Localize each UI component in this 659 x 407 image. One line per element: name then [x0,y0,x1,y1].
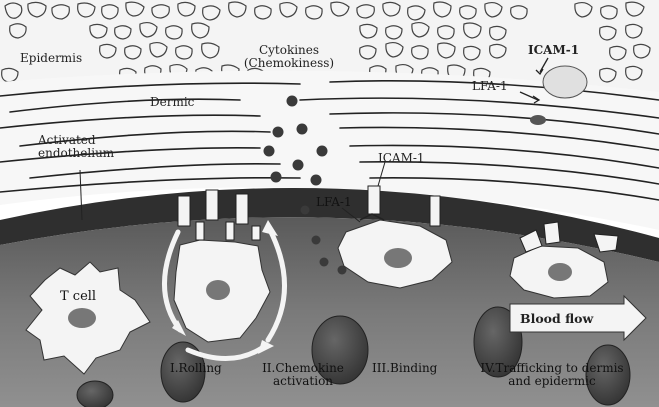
label-step4-line1: IV.Trafficking to dermis [462,362,642,375]
small-dermal-cell [530,115,546,125]
label-lfa-mid: LFA-1 [316,196,352,209]
label-step2-chemokine: II.Chemokine activation [248,362,358,387]
label-step4-line2: and epidermic [462,375,642,388]
label-blood-flow: Blood flow [520,311,593,326]
chemokine-dot [312,236,321,245]
label-cytokines-line2: (Chemokiness) [224,57,354,70]
chemokine-dot [293,160,304,171]
chemokine-dot [271,172,282,183]
label-step3-binding: III.Binding [372,362,437,375]
chemokine-dot [287,96,298,107]
label-t-cell: T cell [60,290,96,304]
label-step2-line2: activation [248,375,358,388]
label-step4-trafficking: IV.Trafficking to dermis and epidermic [462,362,642,387]
label-step1-rolling: I.Rolling [170,362,222,375]
label-lfa-top: LFA-1 [472,80,508,93]
t-cell-nucleus [68,308,96,328]
chemokine-dot [317,146,328,157]
label-icam-top: ICAM-1 [528,44,579,57]
chemokine-dot [301,206,310,215]
label-step2-line1: II.Chemokine [248,362,358,375]
t-cell-nucleus [384,248,412,268]
label-activated-line2: endothelium [38,147,114,160]
label-activated-line1: Activated [38,134,114,147]
label-cytokines: Cytokines (Chemokiness) [224,44,354,69]
label-epidermis: Epidermis [20,52,82,65]
chemokine-dot [264,146,275,157]
label-cytokines-line1: Cytokines [224,44,354,57]
label-icam-mid: ICAM-1 [378,152,425,165]
label-activated-endothelium: Activated endothelium [38,134,114,159]
chemokine-dot [297,124,308,135]
t-cell-nucleus [206,280,230,300]
epidermal-target-cell [543,66,587,98]
label-dermic: Dermic [150,96,194,109]
chemokine-dot [273,127,284,138]
red-blood-cell [77,381,113,407]
t-cell-nucleus [548,263,572,281]
chemokine-dot [320,258,329,267]
chemokine-dot [311,175,322,186]
